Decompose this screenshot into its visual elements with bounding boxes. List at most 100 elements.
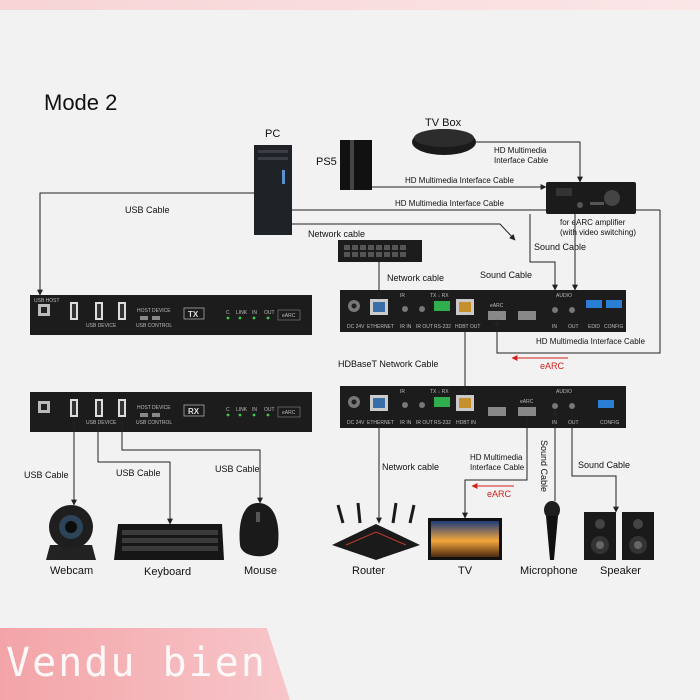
hdmi-return-label: HD Multimedia Interface Cable	[536, 337, 645, 346]
tx-device-label: DEVICE	[152, 308, 171, 314]
tx-rear-txrx: TX ↓ RX	[430, 293, 449, 299]
router-label: Router	[352, 565, 386, 577]
rx-device-label: DEVICE	[152, 405, 171, 411]
tx-port-ir-out: IR OUT	[416, 324, 433, 330]
rx-port-dc: DC 24V	[347, 420, 365, 426]
keyboard-label: Keyboard	[144, 566, 192, 578]
tx-led-out: OUT	[264, 310, 275, 316]
network-switch-icon	[338, 240, 422, 262]
keyboard-icon	[114, 524, 224, 560]
rx-led-link: LINK	[236, 407, 248, 413]
rx-rear-txrx: TX ↓ RX	[430, 389, 449, 395]
rx-usb-control-label: USB CONTROL	[136, 420, 172, 426]
rx-rear-panel	[340, 386, 626, 428]
rx-port-in: IN	[552, 420, 557, 426]
earc-bottom-label: eARC	[487, 489, 512, 499]
microphone-label: Microphone	[520, 565, 578, 577]
rx-usb-device-label: USB DEVICE	[86, 420, 117, 426]
rx-port-ethernet: ETHERNET	[367, 420, 394, 426]
tx-port-in: IN	[552, 324, 557, 330]
tx-led-link: LINK	[236, 310, 248, 316]
network-router-label: Network cable	[382, 462, 440, 472]
tx-port-rs232: RS-232	[434, 324, 451, 330]
pc-tower-icon	[254, 145, 292, 235]
tv-box-label: TV Box	[425, 117, 462, 129]
top-border	[0, 0, 700, 10]
usb-keyboard-label: USB Cable	[116, 468, 161, 478]
rx-port-ir-out: IR OUT	[416, 420, 433, 426]
rx-port-hdbt-in: HDBT IN	[456, 420, 476, 426]
hdmi-cable-rx-tv	[462, 416, 528, 519]
hdmi-cable-tvbox-amp	[476, 141, 583, 183]
tx-badge: TX	[188, 310, 199, 319]
tv-box-icon	[412, 129, 476, 155]
amplifier-label: for eARC amplifier (with video switching…	[560, 218, 637, 237]
rx-port-config: CONFIG	[600, 420, 620, 426]
speakers-icon	[584, 512, 654, 560]
rx-led-out: OUT	[264, 407, 275, 413]
tv-label: TV	[458, 565, 473, 577]
earc-top-label: eARC	[540, 361, 565, 371]
hdmi-ps5-label: HD Multimedia Interface Cable	[405, 176, 514, 185]
tx-rear-panel	[340, 290, 626, 332]
sound-cable-amp-tx-1	[529, 214, 558, 291]
rx-port-ir-in: IR IN	[400, 420, 412, 426]
usb-webcam-label: USB Cable	[24, 470, 69, 480]
mode-title: Mode 2	[44, 90, 118, 115]
tx-led-c: C	[226, 310, 230, 316]
mouse-icon	[239, 503, 279, 557]
rx-rear-audio: AUDIO	[556, 389, 572, 395]
tx-port-ethernet: ETHERNET	[367, 324, 394, 330]
rx-port-out: OUT	[568, 420, 579, 426]
sound-cable-rx-speaker	[571, 410, 619, 513]
tx-port-ir-in: IR IN	[400, 324, 412, 330]
amplifier-icon	[546, 182, 636, 214]
tx-rear-audio: AUDIO	[556, 293, 572, 299]
tx-usb-host-label: USB HOST	[34, 298, 60, 304]
tx-port-out: OUT	[568, 324, 579, 330]
rx-badge: RX	[188, 407, 200, 416]
webcam-icon	[46, 505, 96, 560]
hdbaset-label: HDBaseT Network Cable	[338, 359, 439, 369]
rx-rear-ir: IR	[400, 389, 405, 395]
pc-label: PC	[265, 128, 281, 140]
tv-icon	[428, 518, 502, 560]
tx-port-dc: DC 24V	[347, 324, 365, 330]
ps5-label: PS5	[316, 156, 337, 168]
watermark-banner	[0, 628, 290, 700]
network-pc-label: Network cable	[308, 229, 366, 239]
tx-front-panel	[30, 295, 312, 335]
tx-led-in: IN	[252, 310, 257, 316]
usb-cable-keyboard	[97, 420, 173, 525]
rx-host-label: HOST	[137, 405, 151, 411]
tx-port-edid: EDID	[588, 324, 600, 330]
usb-cable-top-label: USB Cable	[125, 205, 170, 215]
microphone-icon	[544, 501, 560, 560]
usb-cable-mouse	[121, 420, 263, 504]
tx-port-hdbt-out: HDBT OUT	[455, 324, 480, 330]
usb-mouse-label: USB Cable	[215, 464, 260, 474]
tx-usb-control-label: USB CONTROL	[136, 323, 172, 329]
network-switch-label: Network cable	[387, 273, 445, 283]
rx-front-panel	[30, 392, 312, 432]
usb-cable-pc-tx	[37, 192, 254, 296]
hdmi-pc-label: HD Multimedia Interface Cable	[395, 199, 504, 208]
mouse-label: Mouse	[244, 565, 278, 577]
tx-earc-label: eARC	[282, 313, 296, 319]
watermark-text: Vendu bien	[6, 640, 267, 686]
sound-vertical-label: Sound Cable	[539, 440, 549, 493]
rx-port-earc: eARC	[520, 399, 534, 405]
hdmi-tv-label: HD Multimedia Interface Cable	[470, 453, 525, 472]
tx-host-label: HOST	[137, 308, 151, 314]
tx-port-config: CONFIG	[604, 324, 624, 330]
router-icon	[332, 502, 420, 560]
tx-port-earc: eARC	[490, 303, 504, 309]
hdmi-tvbox-label: HD Multimedia Interface Cable	[494, 146, 549, 165]
sound-cable-1-label: Sound Cable	[534, 242, 587, 252]
rx-earc-label: eARC	[282, 410, 296, 416]
rx-led-in: IN	[252, 407, 257, 413]
sound-cable-2-label: Sound Cable	[480, 270, 533, 280]
rx-led-c: C	[226, 407, 230, 413]
tx-usb-device-label: USB DEVICE	[86, 323, 117, 329]
